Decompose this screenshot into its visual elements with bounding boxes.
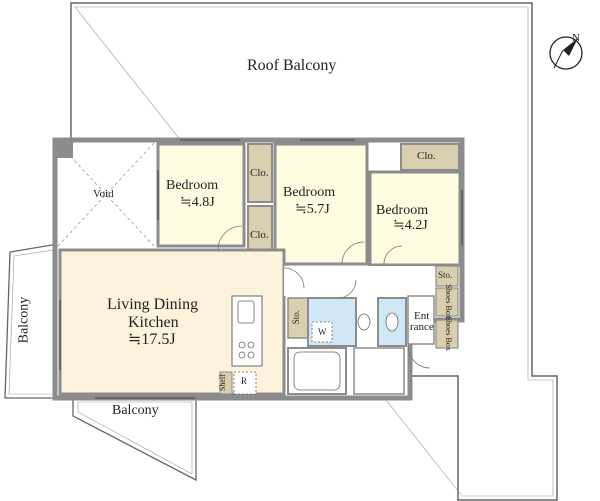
ldk-label-line2: Kitchen bbox=[128, 314, 179, 331]
bedroom-1-size: ≒4.8J bbox=[180, 195, 215, 210]
closet-2-label: Clo. bbox=[250, 229, 269, 241]
north-arrow-icon bbox=[549, 36, 583, 70]
roof-balcony-label: Roof Balcony bbox=[247, 57, 337, 74]
bedroom-1-name: Bedroom bbox=[166, 178, 219, 193]
bedroom-2-floor bbox=[273, 142, 369, 266]
void-label: Void bbox=[93, 188, 114, 200]
void-area bbox=[55, 140, 155, 247]
closet-1 bbox=[247, 143, 273, 203]
bedroom-2-size: ≒5.7J bbox=[295, 202, 330, 217]
bottom-balcony-label: Balcony bbox=[112, 403, 159, 418]
shoes-box-lower bbox=[435, 319, 459, 349]
refrigerator-space bbox=[233, 371, 257, 395]
closet-1-label: Clo. bbox=[250, 167, 269, 179]
bedroom-2-name: Bedroom bbox=[283, 185, 336, 200]
closet-3-label: Clo. bbox=[417, 150, 436, 162]
storage-cabinet-label: Sto. bbox=[290, 310, 301, 325]
storage-entrance bbox=[435, 265, 459, 287]
entrance-label-line2: rance bbox=[410, 321, 434, 333]
washer-space bbox=[311, 321, 333, 343]
north-label: N bbox=[572, 32, 580, 44]
storage-entrance-label: Sto. bbox=[438, 270, 453, 280]
ldk-size: ≒17.5J bbox=[128, 331, 176, 348]
hallway-floor bbox=[284, 266, 434, 296]
shelf-label: Shelf bbox=[217, 374, 227, 392]
ldk-label-line1: Living Dining bbox=[107, 296, 199, 313]
refrigerator-label: R bbox=[241, 376, 248, 386]
entrance-floor bbox=[407, 295, 435, 345]
washer-label: W bbox=[318, 327, 327, 337]
left-balcony-label: Balcony bbox=[16, 296, 32, 344]
bedroom-3-size: ≒4.2J bbox=[393, 218, 428, 233]
shoes-box-lower-label: Shoes Box bbox=[443, 316, 453, 351]
bedroom-3-floor bbox=[368, 170, 462, 267]
bedroom-3-name: Bedroom bbox=[376, 203, 429, 218]
closet-3 bbox=[400, 143, 460, 171]
shoes-box-upper bbox=[435, 287, 459, 317]
utility-space bbox=[353, 347, 405, 395]
entrance-label-line1: Ent bbox=[414, 310, 430, 322]
shoes-box-upper-label: Shoes Box bbox=[443, 284, 453, 319]
shelf bbox=[219, 371, 233, 395]
